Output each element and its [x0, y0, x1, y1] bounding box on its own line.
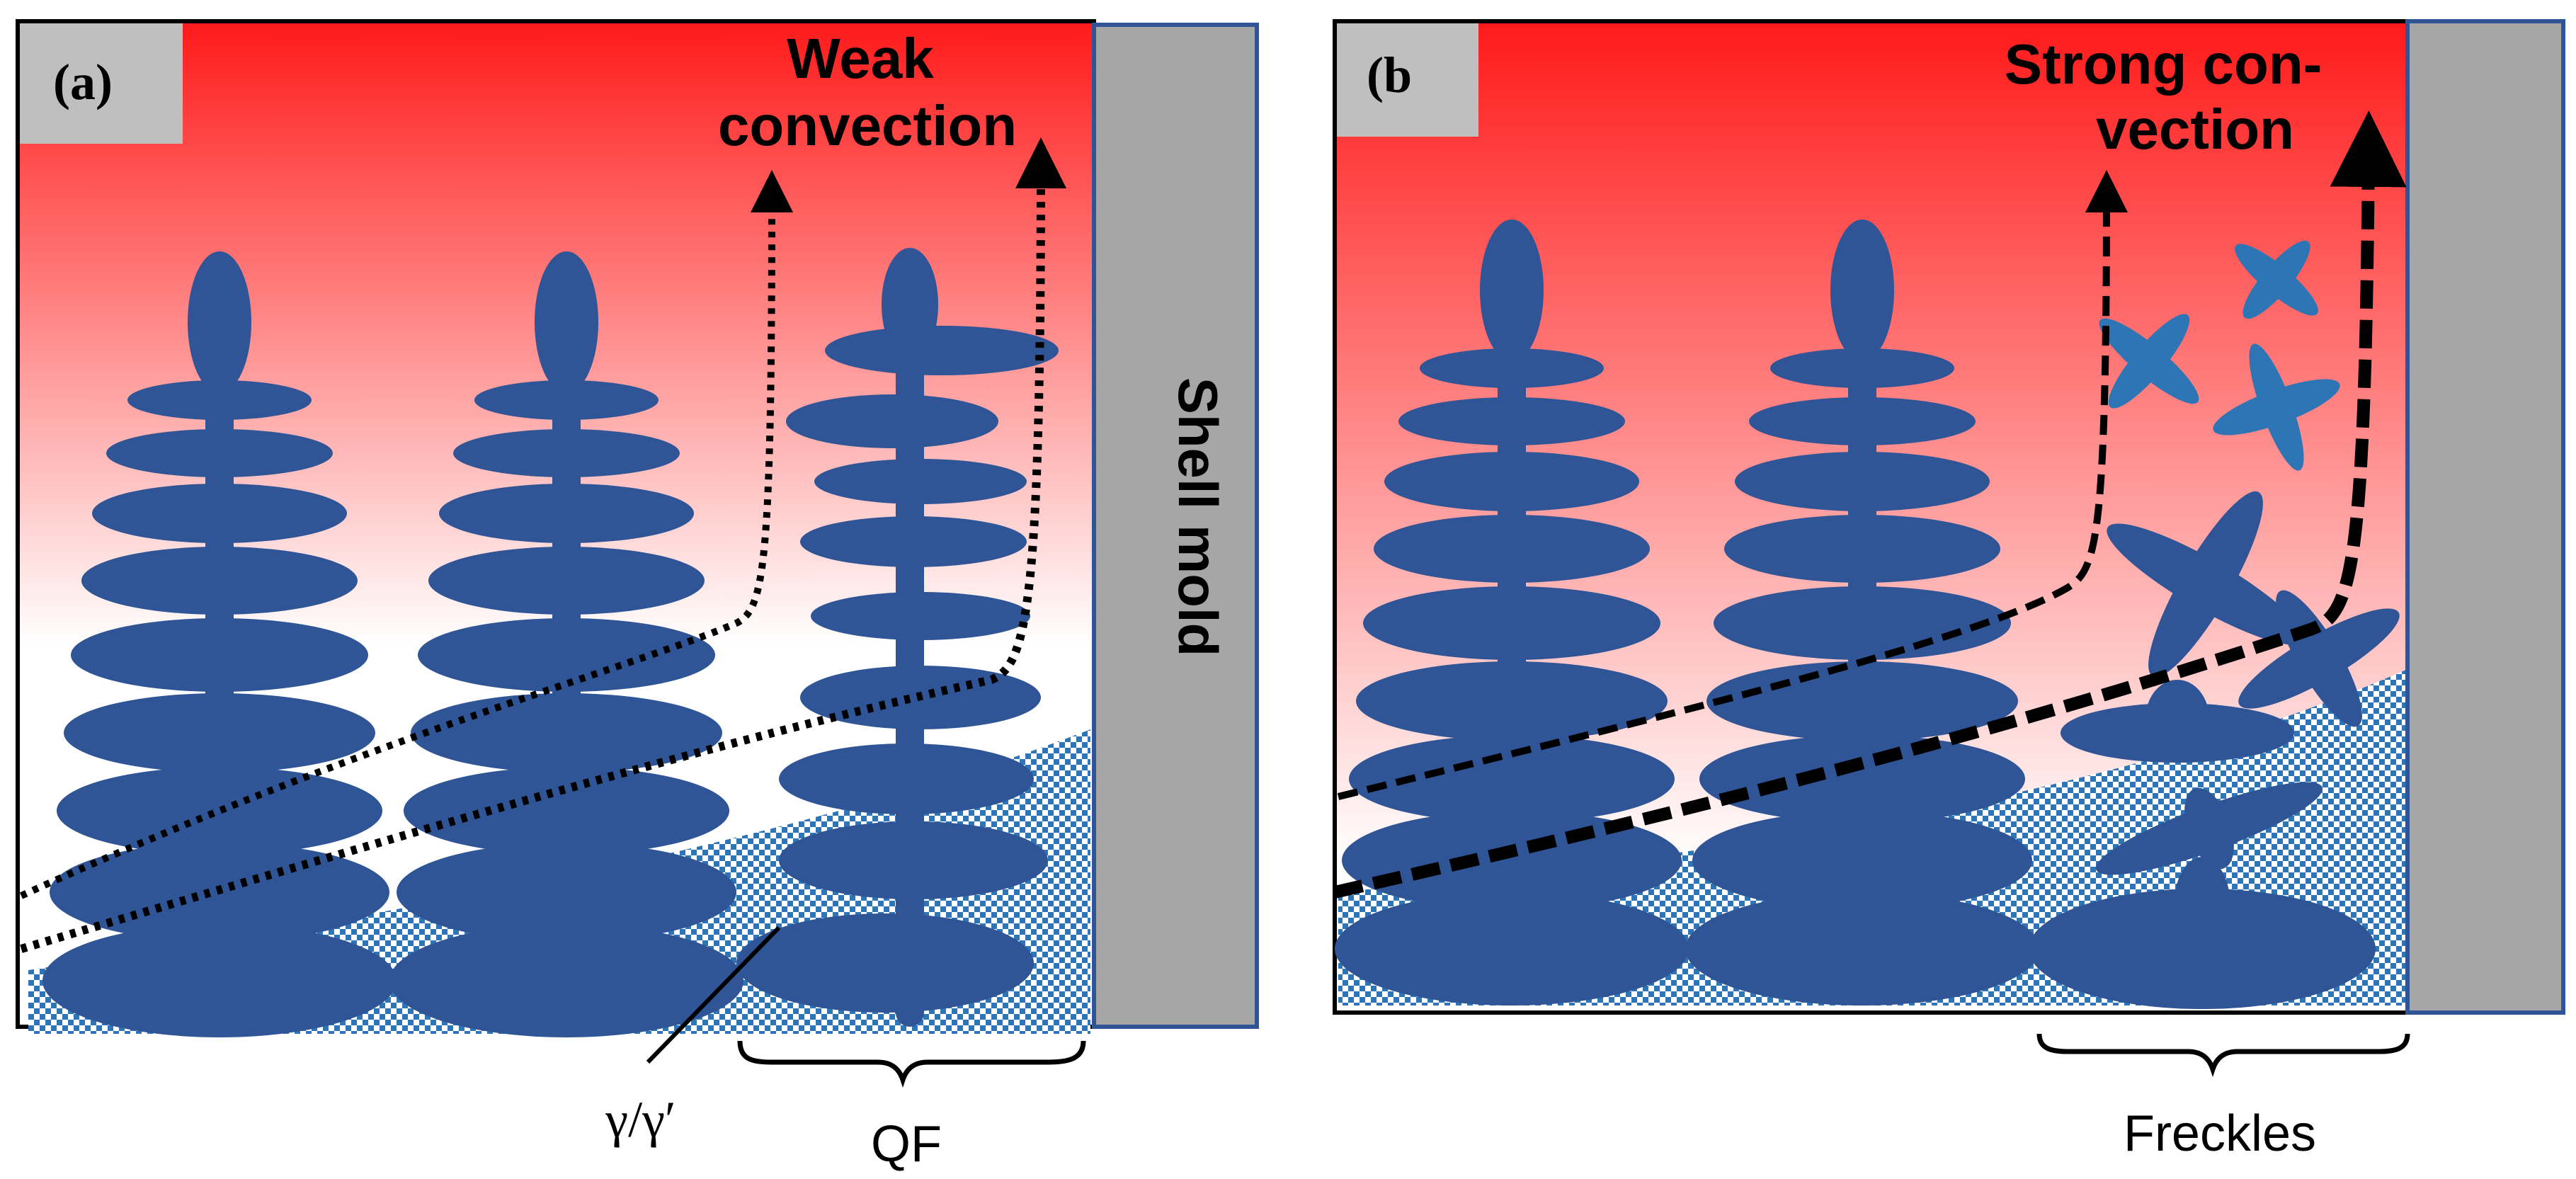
freckle-crystal-3: [2061, 680, 2294, 763]
freckle-crystal-1: [2029, 857, 2376, 1009]
qf-brace: [737, 1040, 1086, 1088]
panel-b: (b Strong con- vection Freckles: [1333, 19, 2565, 1162]
phase-label: γ/γ′: [605, 1091, 676, 1148]
flow-line-b-2: [1333, 110, 2407, 899]
freckle-crystals: [2029, 240, 2400, 1009]
freckle-crystal-6: [2099, 314, 2199, 409]
panel-b-label: (b: [1367, 47, 1412, 103]
panel-a-title-line2: convection: [718, 94, 1017, 157]
freckles-label: Freckles: [2124, 1105, 2316, 1162]
freckle-crystal-4: [2107, 491, 2305, 678]
dendrite-a-3: [736, 248, 1059, 1027]
panel-b-title-line2: vection: [2096, 98, 2294, 161]
freckle-crystal-8: [2213, 343, 2340, 471]
panel-b-title-line1: Strong con-: [2005, 33, 2323, 96]
freckle-crystal-2: [2095, 782, 2323, 875]
flow-line-b-1: [1337, 170, 2128, 800]
panel-a: (a) Weak convection Shell mold γ/γ′ QF: [16, 19, 1259, 1173]
qf-label: QF: [871, 1116, 942, 1173]
freckles-brace: [2036, 1033, 2410, 1078]
panel-b-label-box: [1337, 23, 1478, 137]
flow-line-a-1: [19, 170, 793, 899]
panel-a-label-box: [20, 23, 183, 144]
shell-mold-label: Shell mold: [1167, 377, 1229, 656]
shell-mold-b: [2405, 19, 2565, 1015]
flow-line-a-2: [20, 137, 1066, 953]
phase-pointer-line: [646, 925, 781, 1064]
freckle-crystal-7: [2235, 240, 2318, 319]
freckle-crystal-5: [2238, 590, 2400, 727]
panel-a-title-line1: Weak: [787, 27, 934, 90]
panel-a-label: (a): [53, 54, 113, 110]
shell-mold-a: [1092, 23, 1259, 1029]
